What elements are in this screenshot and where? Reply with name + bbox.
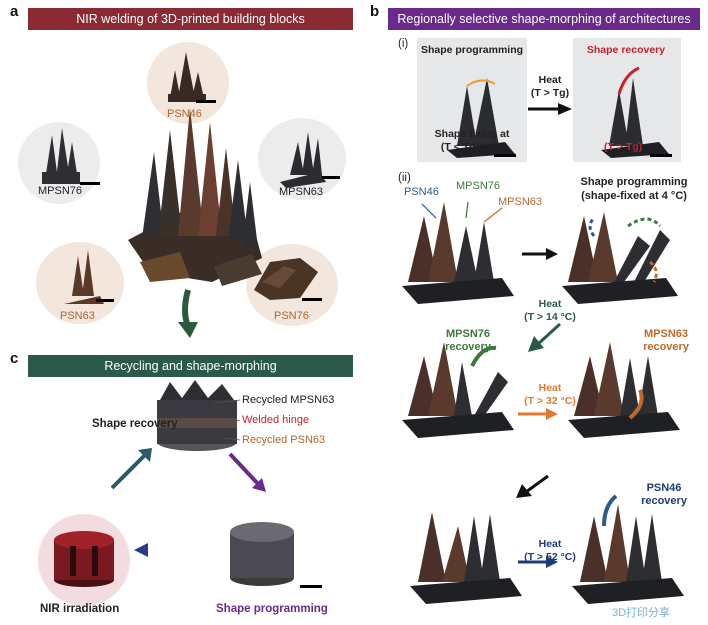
ii-heat3-condition: (T > 52 °C): [524, 551, 576, 563]
psn76-block: [254, 258, 318, 300]
panel-b-letter: b: [370, 3, 380, 20]
sub-i-programmed-photo: [417, 38, 527, 162]
recycled-psn63-label: Recycled PSN63: [242, 434, 326, 446]
cycle-arrow-up: [110, 452, 148, 490]
panel-a-banner: NIR welding of 3D-printed building block…: [28, 8, 353, 30]
ii-recovery2-b: recovery: [643, 341, 689, 353]
ii-mpsn63-recovered-object: [568, 342, 680, 438]
welded-hinge-label: Welded hinge: [242, 414, 310, 426]
ii-mpsn76-recovered-object: [402, 342, 514, 438]
mpsn63-scale-bar: [322, 176, 340, 179]
mpsn63-inset: [258, 118, 346, 200]
ii-recovery1-a: MPSN76: [445, 328, 491, 340]
sub-i-fix-condition: (T < Tg): [440, 141, 480, 153]
recovered-object: [157, 380, 237, 451]
c-shape-programming-label: Shape programming: [216, 603, 328, 615]
sub-i-numeral: (i): [398, 38, 409, 50]
sub-i-scale-bar-1: [494, 154, 516, 157]
ii-mpsn63-label: MPSN63: [498, 196, 543, 208]
ii-recovery1-b: recovery: [445, 341, 491, 353]
ii-heat3: Heat: [538, 538, 562, 550]
sub-i-shape-recovery: Shape recovery: [586, 44, 666, 56]
psn76-scale-bar: [302, 298, 322, 301]
ii-shape-programming: Shape programming: [580, 176, 688, 188]
ii-shape-fixed: (shape-fixed at 4 °C): [581, 190, 687, 202]
sub-ii-numeral: (ii): [398, 172, 411, 184]
ii-mpsn76-label: MPSN76: [456, 180, 501, 192]
sub-i-heat-condition: (T > Tg): [530, 87, 570, 99]
psn46-scale-bar: [196, 100, 216, 103]
sub-i-recovery-condition: (T > Tg): [604, 141, 643, 153]
panel-a-letter: a: [10, 3, 19, 20]
psn46-block: [168, 52, 206, 102]
sub-i-shape-programming: Shape programming: [420, 44, 524, 56]
nir-irradiation-label: NIR irradiation: [40, 603, 120, 615]
nir-object: [54, 531, 114, 587]
ii-recovery3-a: PSN46: [646, 482, 682, 494]
mpsn76-block: [42, 128, 80, 184]
sub-ii-illustration: [402, 201, 684, 604]
psn76-label: PSN76: [274, 310, 309, 322]
ii-recovery3-b: recovery: [641, 495, 687, 507]
recycled-mpsn63-label: Recycled MPSN63: [242, 394, 335, 406]
ii-psn46-label: PSN46: [404, 186, 439, 198]
mpsn76-scale-bar: [80, 182, 100, 185]
psn63-block: [64, 250, 104, 304]
ii-recovery2-a: MPSN63: [643, 328, 689, 340]
psn63-label: PSN63: [60, 310, 95, 322]
cycle-arrow-down: [228, 452, 262, 488]
mpsn63-label: MPSN63: [279, 186, 324, 198]
ii-heat1-condition: (T > 14 °C): [524, 311, 576, 323]
watermark: 3D打印分享: [612, 607, 671, 619]
ii-heat2: Heat: [538, 382, 562, 394]
programmed-object: [230, 522, 294, 586]
ii-arrow-4: [525, 474, 549, 494]
ii-programmed-object: [562, 212, 678, 304]
ii-arrow-2: [536, 322, 562, 346]
panel-c-illustration: [38, 380, 294, 606]
sub-i-arrow: [528, 103, 572, 115]
psn63-scale-bar: [96, 299, 114, 302]
welded-architecture: [128, 108, 262, 286]
panel-c-letter: c: [10, 350, 19, 367]
ii-heat2-condition: (T > 32 °C): [524, 395, 576, 407]
mpsn76-label: MPSN76: [38, 185, 83, 197]
mpsn63-block: [280, 132, 326, 188]
sub-i-shape-fixing: Shape fixing at: [434, 128, 510, 140]
ii-psn46-recovered-object: [572, 494, 684, 604]
panel-c-banner: Recycling and shape-morphing: [28, 355, 353, 377]
c-shape-recovery-label: Shape recovery: [92, 418, 178, 430]
a-to-c-arrow: [182, 289, 191, 328]
panel-a-illustration: [42, 52, 326, 338]
panel-c-scale-bar: [300, 585, 322, 588]
ii-before-psn46-object: [410, 512, 522, 604]
ii-heat1: Heat: [538, 298, 562, 310]
ii-initial-object: [402, 202, 514, 304]
panel-b-banner: Regionally selective shape-morphing of a…: [388, 8, 700, 30]
sub-i-heat: Heat: [538, 74, 562, 86]
sub-i-scale-bar-2: [650, 154, 672, 157]
psn46-label: PSN46: [167, 108, 202, 120]
